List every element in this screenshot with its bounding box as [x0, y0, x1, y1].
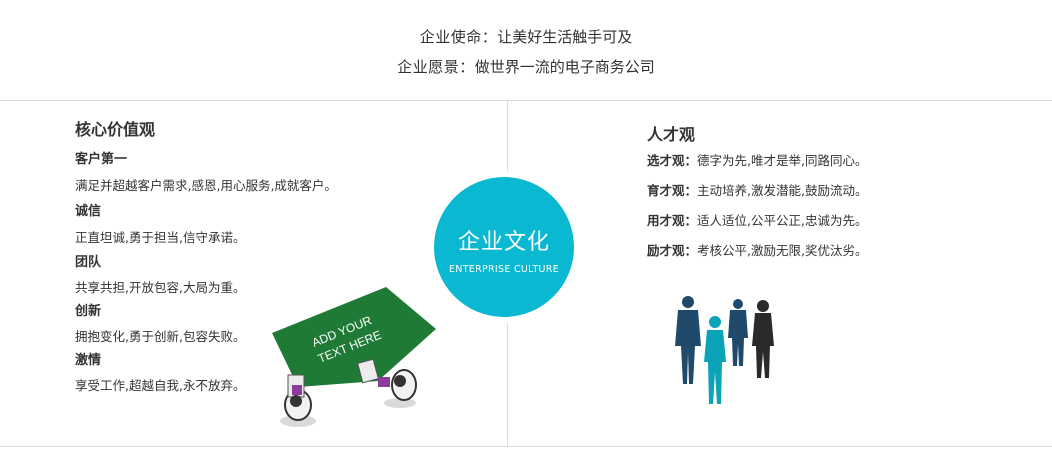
- vision-text: 做世界一流的电子商务公司: [474, 58, 655, 76]
- person-3-figure: [728, 299, 748, 366]
- talent-item-select: 选才观：德字为先,唯才是举,同路同心。: [647, 150, 867, 169]
- enterprise-culture-title-en: ENTERPRISE CULTURE: [448, 263, 560, 275]
- mission-text: 让美好生活触手可及: [497, 28, 633, 46]
- talent-label-develop: 育才观：: [647, 183, 698, 198]
- mission-label: 企业使命：: [419, 28, 498, 46]
- person-1-figure: [675, 296, 701, 384]
- value-heading-team: 团队: [75, 255, 102, 270]
- value-heading-customer: 客户第一: [75, 152, 128, 167]
- talent-text-use: 适人适位,公平公正,忠诚为先。: [697, 213, 868, 228]
- top-divider: [0, 100, 1052, 101]
- value-heading-integrity: 诚信: [75, 204, 102, 219]
- vision-label: 企业愿景：: [397, 58, 475, 76]
- value-text-innovation: 拥抱变化,勇于创新,包容失败。: [75, 329, 246, 344]
- bottom-divider: [0, 446, 1052, 447]
- business-people-illustration: [675, 296, 774, 404]
- mission-line: 企业使命：让美好生活触手可及: [0, 26, 1052, 47]
- core-values-title: 核心价值观: [75, 120, 156, 139]
- talent-text-motivate: 考核公平,激励无限,奖优汰劣。: [697, 243, 868, 258]
- talent-view-title: 人才观: [647, 125, 696, 144]
- talent-text-develop: 主动培养,激发潜能,鼓励流动。: [697, 183, 868, 198]
- person-2-figure: [704, 316, 726, 404]
- talent-label-select: 选才观：: [647, 153, 698, 168]
- value-text-customer: 满足并超越客户需求,感恩,用心服务,成就客户。: [75, 178, 337, 193]
- value-text-passion: 享受工作,超越自我,永不放弃。: [75, 378, 246, 393]
- green-sign-board: [272, 287, 436, 387]
- person-4-figure: [752, 300, 774, 378]
- vision-line: 企业愿景：做世界一流的电子商务公司: [0, 56, 1052, 77]
- talent-item-develop: 育才观：主动培养,激发潜能,鼓励流动。: [647, 180, 867, 199]
- talent-item-motivate: 励才观：考核公平,激励无限,奖优汰劣。: [647, 240, 867, 259]
- talent-item-use: 用才观：适人适位,公平公正,忠诚为先。: [647, 210, 867, 229]
- value-text-integrity: 正直坦诚,勇于担当,信守承诺。: [75, 230, 246, 245]
- carrier-figure-left: [280, 374, 316, 427]
- add-your-text-sign-illustration: ADD YOUR TEXT HERE: [272, 287, 436, 427]
- carrier-figure-right: [357, 358, 417, 408]
- enterprise-culture-title-cn: 企业文化: [457, 229, 550, 255]
- talent-label-use: 用才观：: [647, 213, 698, 228]
- value-heading-innovation: 创新: [75, 304, 102, 319]
- talent-text-select: 德字为先,唯才是举,同路同心。: [697, 153, 868, 168]
- value-heading-passion: 激情: [75, 353, 102, 368]
- enterprise-culture-circle: 企业文化 ENTERPRISE CULTURE: [434, 177, 574, 317]
- talent-label-motivate: 励才观：: [647, 243, 698, 258]
- value-text-team: 共享共担,开放包容,大局为重。: [75, 280, 246, 295]
